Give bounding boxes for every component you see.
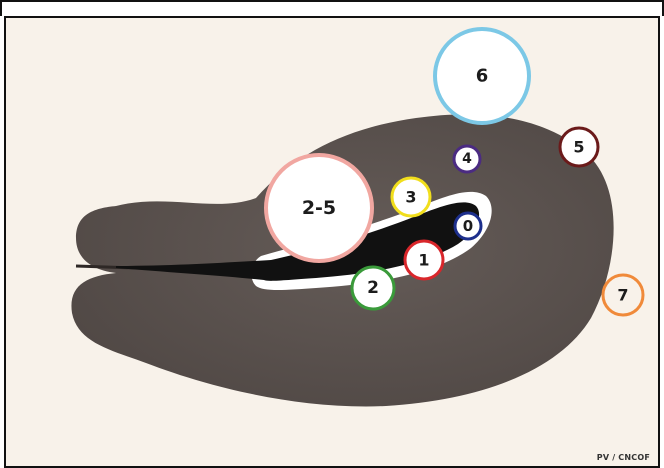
marker-3: 3 bbox=[390, 176, 432, 218]
marker-4-ring bbox=[452, 144, 482, 174]
marker-7-label: 7 bbox=[617, 286, 628, 305]
diagram-frame: 0 1 2 3 4 5 2-5 6 bbox=[4, 16, 660, 468]
marker-7: 7 bbox=[601, 273, 645, 317]
marker-0: 0 bbox=[453, 211, 483, 241]
marker-1: 1 bbox=[403, 239, 445, 281]
marker-6-label: 6 bbox=[476, 66, 489, 87]
marker-6-ring bbox=[433, 27, 531, 125]
marker-0-ring bbox=[453, 211, 483, 241]
marker-2-label: 2 bbox=[367, 278, 379, 298]
marker-5-ring bbox=[558, 126, 600, 168]
marker-5-label: 5 bbox=[573, 138, 584, 157]
top-strip bbox=[0, 0, 664, 16]
lumen bbox=[116, 202, 480, 281]
credit-text: PV / CNCOF bbox=[596, 453, 650, 462]
marker-3-label: 3 bbox=[405, 188, 416, 207]
marker-1-label: 1 bbox=[418, 251, 429, 270]
marker-2-5-ring bbox=[264, 153, 374, 263]
marker-2-ring bbox=[350, 265, 396, 311]
marker-2-5: 2-5 bbox=[264, 153, 374, 263]
marker-2: 2 bbox=[350, 265, 396, 311]
marker-0-label: 0 bbox=[463, 217, 473, 235]
marker-1-ring bbox=[403, 239, 445, 281]
marker-7-ring bbox=[601, 273, 645, 317]
anatomy-diagram: 0 1 2 3 4 5 2-5 6 bbox=[71, 27, 645, 407]
marker-5: 5 bbox=[558, 126, 600, 168]
marker-4-label: 4 bbox=[462, 151, 472, 167]
marker-6: 6 bbox=[433, 27, 531, 125]
marker-3-ring bbox=[390, 176, 432, 218]
marker-2-5-label: 2-5 bbox=[302, 197, 336, 219]
marker-4: 4 bbox=[452, 144, 482, 174]
